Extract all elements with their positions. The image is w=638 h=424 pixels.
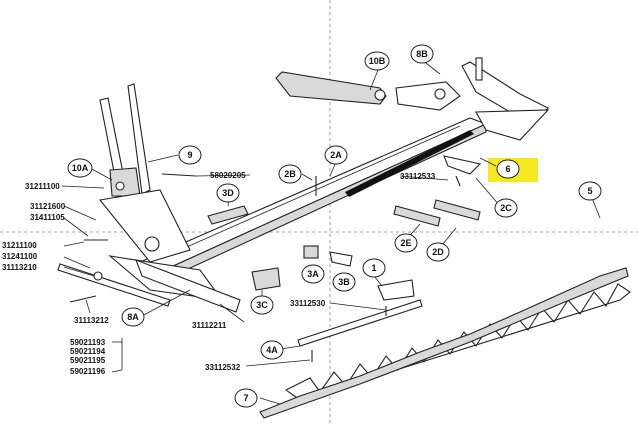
knife-back-4a xyxy=(297,299,423,347)
part-number-59021195: 59021195 xyxy=(70,356,106,365)
callout-1: 1 xyxy=(362,258,386,278)
svg-text:3C: 3C xyxy=(256,300,268,310)
callout-3c: 3C xyxy=(250,295,274,315)
part-number-31113210: 31113210 xyxy=(2,263,37,272)
part-number-31112211: 31112211 xyxy=(192,321,227,330)
callout-2b: 2B xyxy=(278,164,302,184)
svg-text:10A: 10A xyxy=(72,163,89,173)
callout-2c: 2C xyxy=(494,198,518,218)
svg-text:2C: 2C xyxy=(500,203,512,213)
svg-text:8B: 8B xyxy=(416,49,428,59)
part-number-31211100-lower: 31211100 xyxy=(2,241,37,250)
part-number-31113212: 31113212 xyxy=(74,316,109,325)
part-number-58020205: 58020205 xyxy=(210,171,246,180)
part-number-33112533: 33112533 xyxy=(400,172,436,181)
callout-3a: 3A xyxy=(301,264,325,284)
part-number-31411105: 31411105 xyxy=(30,213,65,222)
part-number-31211100-upper: 31211100 xyxy=(25,182,60,191)
small-clips xyxy=(251,245,353,291)
callout-7: 7 xyxy=(234,388,258,408)
plate-3d xyxy=(207,205,249,225)
svg-text:4A: 4A xyxy=(266,345,278,355)
callout-10a: 10A xyxy=(67,158,93,178)
svg-text:3A: 3A xyxy=(307,269,319,279)
svg-text:9: 9 xyxy=(187,150,192,160)
callout-8b: 8B xyxy=(410,44,434,64)
callout-6: 6 xyxy=(496,159,520,179)
callout-8a: 8A xyxy=(121,307,145,327)
callout-2e: 2E xyxy=(394,233,418,253)
svg-text:3D: 3D xyxy=(222,188,234,198)
callout-10b: 10B xyxy=(364,51,390,71)
upper-arm-10b xyxy=(275,71,387,105)
svg-text:2E: 2E xyxy=(400,238,411,248)
part-number-59021193: 59021193 xyxy=(70,338,106,347)
callout-5: 5 xyxy=(578,181,602,201)
svg-text:7: 7 xyxy=(243,393,248,403)
svg-text:6: 6 xyxy=(505,164,510,174)
part-number-31241100: 31241100 xyxy=(2,252,38,261)
svg-text:3B: 3B xyxy=(338,277,350,287)
knife-guide-strip xyxy=(345,130,474,197)
part-number-59021194: 59021194 xyxy=(70,347,106,356)
knife-guards xyxy=(377,155,482,301)
inner-shoe-assembly xyxy=(57,83,241,313)
callout-2a: 2A xyxy=(324,145,348,165)
svg-text:1: 1 xyxy=(371,263,376,273)
svg-text:2B: 2B xyxy=(284,169,296,179)
part-number-59021196: 59021196 xyxy=(70,367,106,376)
outer-shoe-8b xyxy=(395,57,550,141)
svg-text:8A: 8A xyxy=(127,312,139,322)
callout-2d: 2D xyxy=(426,242,450,262)
svg-text:10B: 10B xyxy=(369,56,386,66)
bolts xyxy=(69,173,461,362)
svg-text:5: 5 xyxy=(587,186,592,196)
part-number-33112530: 33112530 xyxy=(290,299,326,308)
callout-3d: 3D xyxy=(216,183,240,203)
part-number-31121600: 31121600 xyxy=(30,202,66,211)
svg-text:2D: 2D xyxy=(432,247,444,257)
callout-9: 9 xyxy=(178,145,202,165)
part-number-33112532: 33112532 xyxy=(205,363,241,372)
callout-4a: 4A xyxy=(260,340,284,360)
knife-assembly-7 xyxy=(259,267,629,419)
callout-3b: 3B xyxy=(332,272,356,292)
svg-text:2A: 2A xyxy=(330,150,342,160)
